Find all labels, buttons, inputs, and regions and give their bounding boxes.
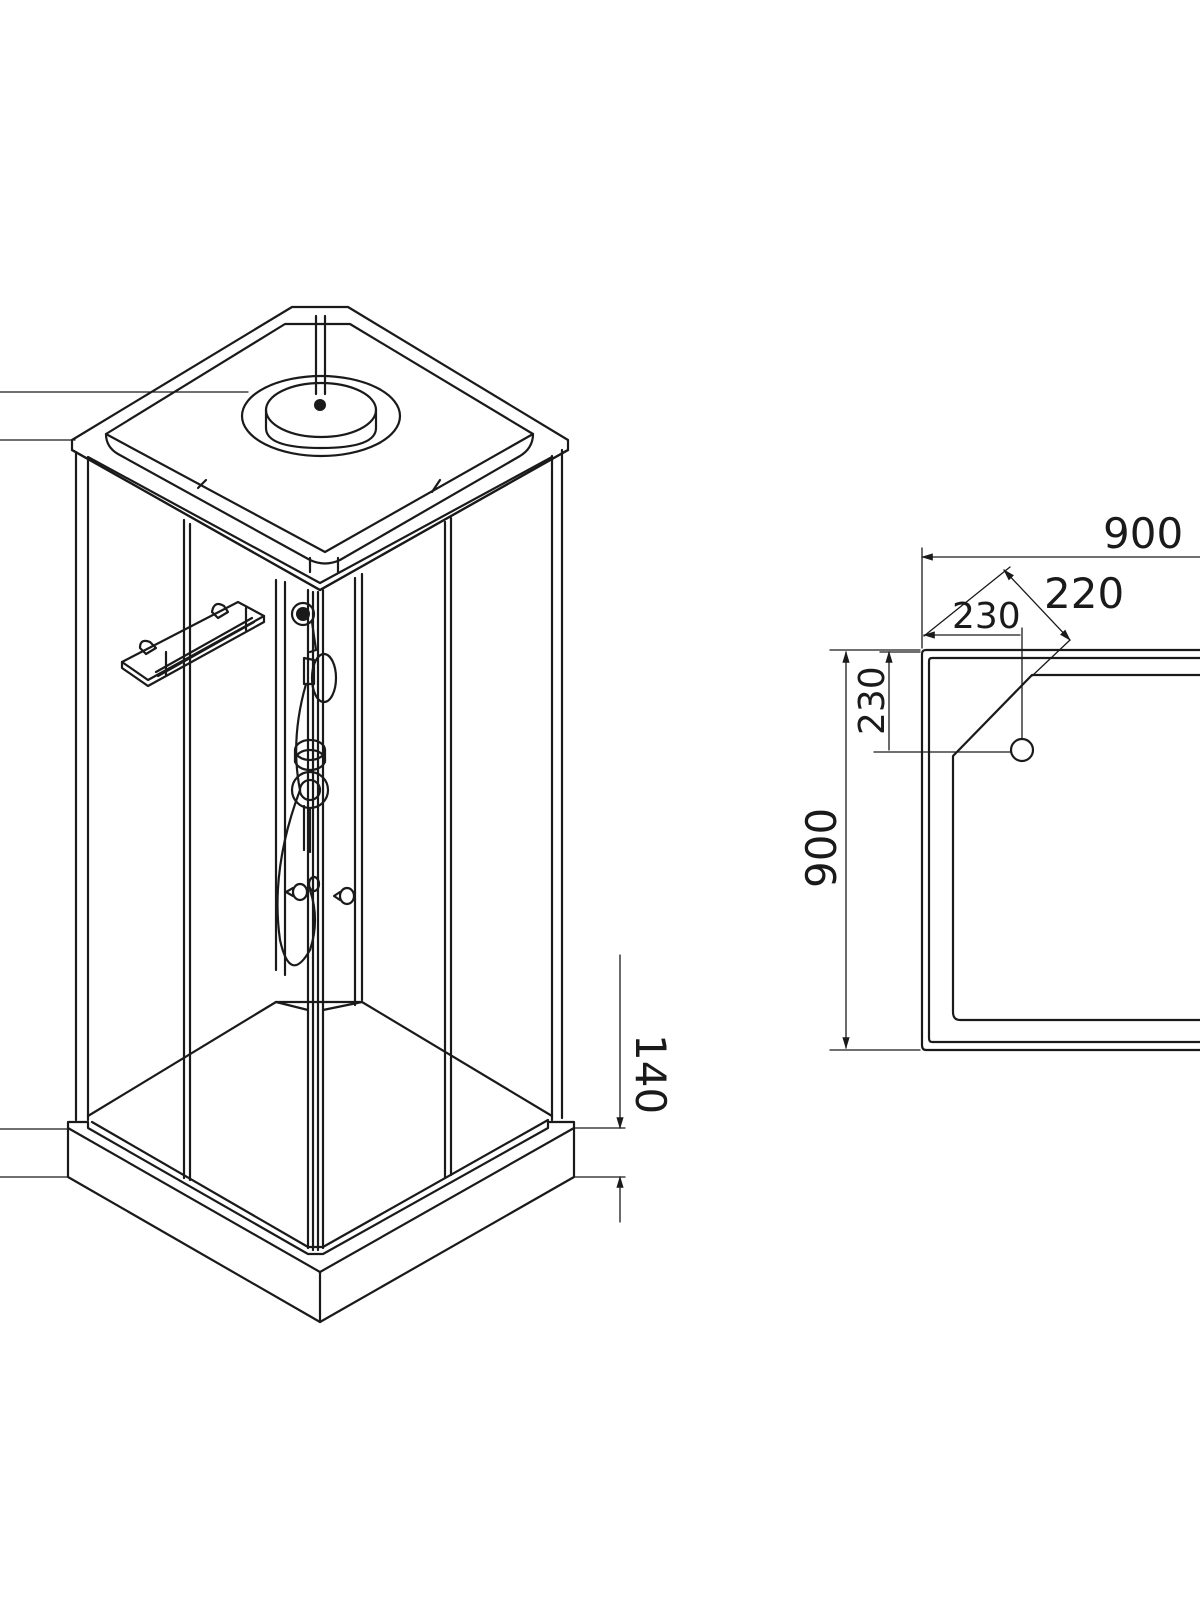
- shower-tray: [66, 1120, 576, 1324]
- drain-diagonal-dimension: 220: [923, 566, 1124, 677]
- side-depth-dimension: 900: [797, 649, 921, 1051]
- cabin-frame-posts: [74, 448, 564, 1182]
- top-width-dimension: 900: [920, 509, 1200, 649]
- control-knob-right: [338, 886, 356, 906]
- plan-view: 900 230 220 230 900: [797, 509, 1200, 1052]
- cabin-roof: [70, 305, 570, 592]
- drain-hole: [1009, 737, 1035, 763]
- shower-column: [276, 601, 356, 967]
- tray-height-label: 140: [626, 1034, 675, 1114]
- tray-inner-basin: [951, 673, 1200, 1022]
- tray-height-dimension: 140: [573, 954, 675, 1223]
- drain-offset-x-label: 230: [952, 596, 1021, 637]
- drain-diagonal-label: 220: [1044, 569, 1124, 618]
- cabin-floor: [86, 1000, 554, 1249]
- drain-offset-y-dimension: 230: [852, 650, 1011, 753]
- hand-shower-head: [290, 601, 316, 627]
- glass-shelf: [120, 600, 266, 688]
- shower-cabin-isometric: 140: [0, 305, 675, 1324]
- drain-offset-x-dimension: 230: [922, 596, 1023, 739]
- side-depth-label: 900: [797, 808, 846, 888]
- drain-offset-y-label: 230: [852, 666, 893, 735]
- leader-lines: [0, 391, 249, 1178]
- overhead-shower-nozzle: [314, 399, 326, 411]
- overhead-shower-ring: [240, 374, 402, 458]
- control-knob-left: [291, 882, 309, 902]
- rear-panel: [274, 572, 364, 1252]
- top-width-label: 900: [1103, 509, 1183, 558]
